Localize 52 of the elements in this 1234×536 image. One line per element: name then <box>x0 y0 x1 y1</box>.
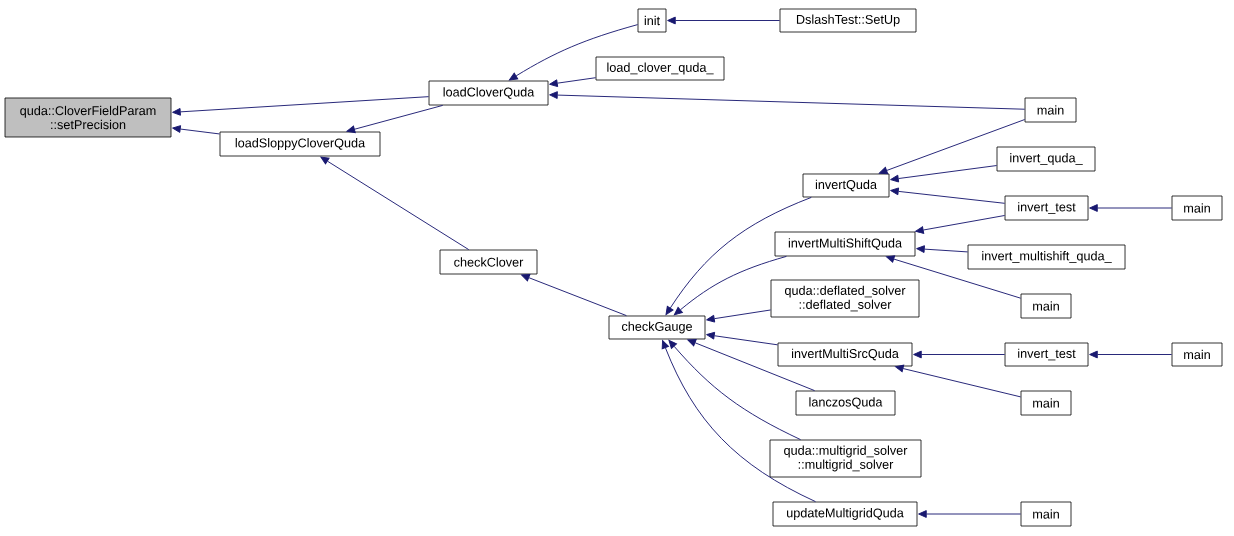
function-box: lanczosQuda <box>795 390 896 416</box>
function-box: loadCloverQuda <box>428 80 549 106</box>
function-box: invert_test <box>1004 342 1089 367</box>
arrow <box>913 350 1006 359</box>
arrow <box>687 339 816 392</box>
arrow <box>890 165 998 183</box>
arrow <box>706 309 772 323</box>
function-box: quda::multigrid_solver ::multigrid_solver <box>769 439 922 478</box>
arrow <box>667 16 781 25</box>
function-box: main <box>1020 390 1072 416</box>
arrow <box>673 255 787 316</box>
function-box: invertMultiShiftQuda <box>774 231 916 257</box>
arrow <box>521 273 627 317</box>
function-box: main <box>1024 97 1077 123</box>
function-box: invertQuda <box>802 173 890 198</box>
arrow <box>346 104 444 134</box>
function-box: invert_multishift_quda_ <box>967 244 1126 270</box>
arrow <box>508 24 639 81</box>
arrow <box>915 215 1006 234</box>
arrow <box>706 331 779 346</box>
arrow <box>1089 204 1173 212</box>
function-box: checkGauge <box>608 315 706 340</box>
arrow <box>890 187 1006 204</box>
arrow <box>1089 350 1173 359</box>
arrow <box>172 96 430 116</box>
function-box: main <box>1171 195 1223 221</box>
function-box: DslashTest::SetUp <box>779 8 917 33</box>
function-box: main <box>1020 501 1072 527</box>
function-box: main <box>1171 342 1223 367</box>
arrow <box>661 340 816 503</box>
function-box: invert_test <box>1004 195 1089 221</box>
function-box: main <box>1020 293 1072 319</box>
arrow <box>895 364 1022 398</box>
function-box: loadSloppyCloverQuda <box>219 131 381 157</box>
arrow <box>549 91 1026 110</box>
arrow <box>918 510 1022 518</box>
function-box: quda::deflated_solver ::deflated_solver <box>770 279 920 318</box>
function-box: load_clover_quda_ <box>595 56 725 81</box>
function-box: checkClover <box>439 249 538 275</box>
function-box: invertMultiSrcQuda <box>777 342 913 367</box>
arrow <box>172 125 221 135</box>
function-box: invert_quda_ <box>996 146 1096 172</box>
arrow <box>320 156 470 251</box>
function-box: updateMultigridQuda <box>772 501 918 527</box>
arrow <box>878 119 1026 175</box>
arrow <box>549 77 597 88</box>
arrow <box>916 245 969 253</box>
arrow <box>668 339 802 441</box>
arrow <box>885 255 1022 299</box>
function-box: init <box>637 8 667 33</box>
arrow <box>665 196 812 316</box>
function-box: quda::CloverFieldParam ::setPrecision <box>4 97 172 138</box>
